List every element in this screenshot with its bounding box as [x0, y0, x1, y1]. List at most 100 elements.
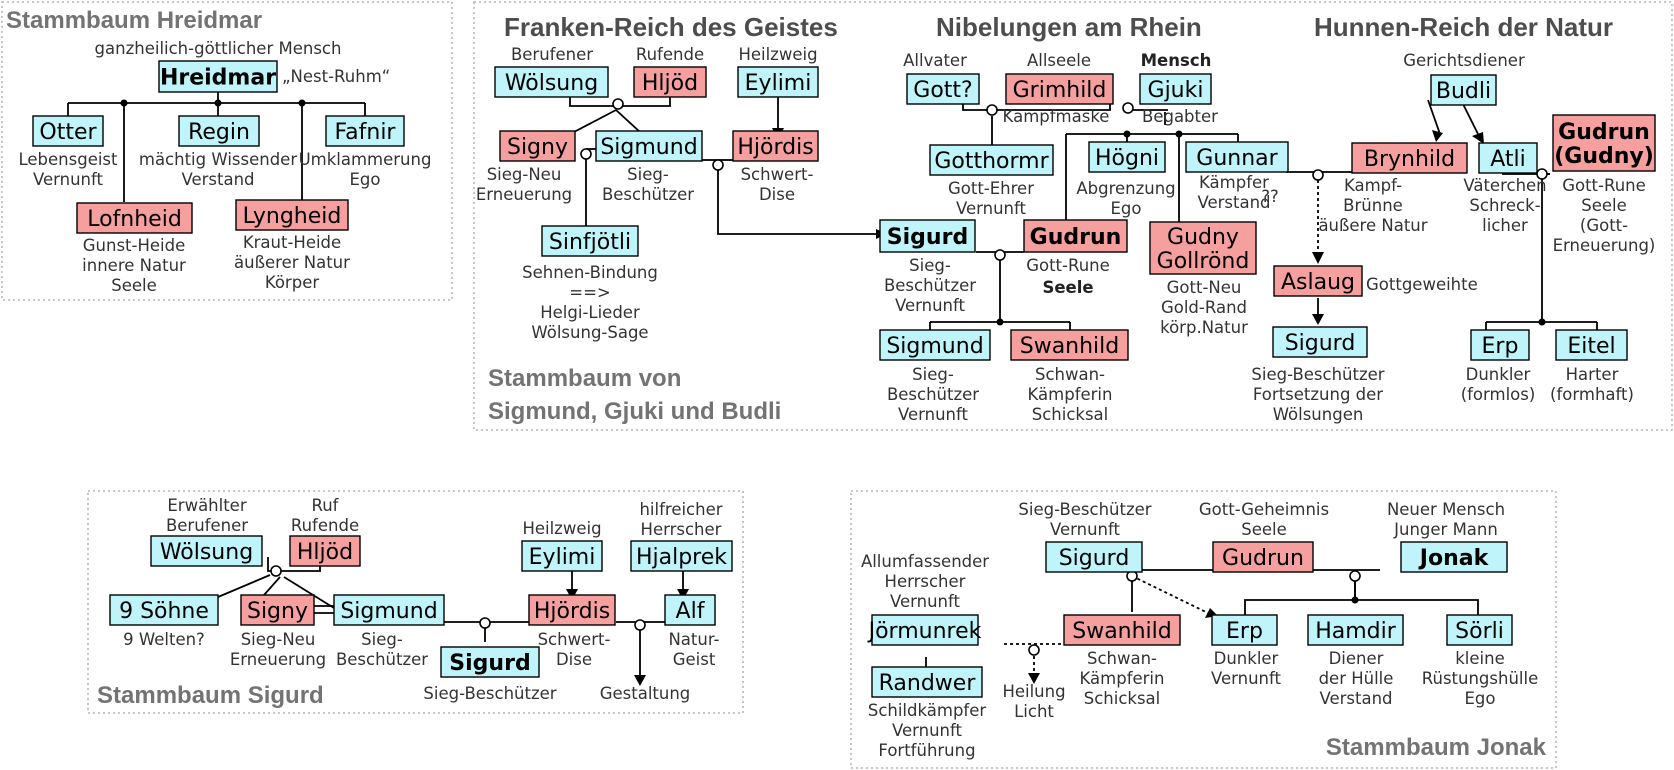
caption-lyngheid_c: äußerer Natur [234, 253, 350, 272]
person-node-sinfjotli: Sinfjötli [541, 225, 639, 257]
person-name: Jörmunrek [867, 619, 982, 644]
title-jonak: Stammbaum Jonak [1326, 734, 1547, 761]
caption-hamdir_c: Verstand [1319, 689, 1392, 708]
person-node-sohne: 9 Söhne [109, 594, 219, 626]
person-node-gudrun1: Gudrun [1023, 219, 1128, 253]
caption-signy1_c: Erneuerung [476, 185, 572, 204]
person-box [879, 219, 976, 253]
person-name: Signy [507, 135, 568, 160]
caption-sigurd1_c: Sieg- [909, 256, 951, 275]
caption-randwer_c: Fortführung [878, 741, 975, 760]
person-name: Sigurd [449, 651, 530, 676]
person-name: Gollrönd [1157, 249, 1250, 274]
caption-sinfjotli_c: ==> [569, 283, 610, 302]
caption-gudrun3_t: Seele [1241, 520, 1287, 539]
person-node-gott: Gott? [906, 73, 980, 105]
caption-brynhild_c: äußere Natur [1318, 216, 1427, 235]
caption-sinfjotli_c: Sehnen-Bindung [522, 263, 658, 282]
person-name: Alf [676, 599, 706, 624]
person-name: Högni [1095, 146, 1159, 171]
person-name: Sörli [1455, 619, 1504, 644]
person-node-erp1: Erp [1470, 329, 1530, 361]
person-name: Sigurd [887, 225, 968, 250]
person-name: Hjalprek [636, 545, 727, 570]
caption-jonak_t: Neuer Mensch [1387, 500, 1505, 519]
person-box [521, 540, 603, 572]
person-node-sigmund2: Sigmund [879, 329, 991, 361]
caption-sorli_c: Rüstungshülle [1422, 669, 1538, 688]
person-name: Atli [1490, 147, 1526, 172]
caption-gudrun2_c: Gott-Rune [1562, 176, 1646, 195]
caption-hljod2_t: Rufende [291, 516, 359, 535]
caption-gudrun2_c: (Gott- [1580, 216, 1628, 235]
caption-gotthormr_c: Gott-Ehrer [948, 179, 1034, 198]
person-name: Sigurd [1285, 331, 1356, 356]
person-node-hljod2: Hljöd [289, 535, 361, 567]
person-node-atli: Atli [1478, 142, 1538, 174]
caption-wolsung2_t: Erwählter [167, 496, 246, 515]
person-box [1149, 221, 1257, 275]
person-name: Hljöd [297, 540, 353, 565]
caption-hjordis2_c: Schwert- [538, 630, 611, 649]
person-box [1185, 141, 1289, 173]
frame-jonak [850, 490, 1557, 769]
caption-lofnheid_c: Seele [111, 276, 157, 295]
caption-otter_c: Lebensgeist [18, 150, 118, 169]
caption-gudrun3_t: Gott-Geheimnis [1199, 500, 1329, 519]
caption-gudrun1_c1: Gott-Rune [1026, 256, 1110, 275]
person-box [633, 66, 707, 98]
person-name: Erp [1226, 619, 1263, 644]
caption-begabter: Begabter [1142, 107, 1218, 126]
caption-signy1_c: Sieg-Neu [487, 165, 562, 184]
person-name: Eitel [1567, 334, 1615, 359]
person-node-hogni: Högni [1088, 141, 1166, 173]
person-name: 9 Söhne [119, 599, 209, 624]
caption-sigurd1_c: Vernunft [895, 296, 966, 315]
person-node-hamdir: Hamdir [1307, 614, 1404, 646]
caption-swanhild2_c: Kämpferin [1080, 669, 1165, 688]
person-name: Gudrun [1222, 546, 1304, 571]
person-node-jormunrek: Jörmunrek [867, 614, 982, 646]
person-node-regin: Regin [178, 115, 260, 147]
person-name: Randwer [879, 671, 977, 696]
caption-heilung: Heilung [1002, 682, 1065, 701]
caption-swanhild2_c: Schwan- [1087, 649, 1157, 668]
person-name: Gudrun [1030, 225, 1122, 250]
person-box [1212, 541, 1314, 573]
caption-regin_c: Verstand [181, 170, 254, 189]
person-name: Hjördis [534, 599, 610, 624]
person-name: Sinfjötli [549, 230, 631, 255]
caption-sigmund3_c: Beschützer [336, 650, 428, 669]
caption-heilung: Licht [1014, 702, 1054, 721]
person-box [630, 540, 733, 572]
person-node-eitel: Eitel [1555, 329, 1628, 361]
person-box [1307, 614, 1404, 646]
caption-swanhild1_c: Schwan- [1035, 365, 1105, 384]
caption-sigurd2_c: Sieg-Beschützer [1251, 365, 1384, 384]
caption-lofnheid_c: Gunst-Heide [83, 236, 186, 255]
caption-sigmund2_c: Beschützer [887, 385, 979, 404]
caption-eylimi2_t: Heilzweig [522, 519, 601, 538]
caption-nest_ruhm: „Nest-Ruhm“ [282, 67, 390, 86]
caption-atli_c: Schreck- [1469, 196, 1540, 215]
person-box [871, 666, 983, 698]
person-box [737, 66, 819, 98]
person-node-gjuki: Gjuki [1139, 73, 1212, 105]
person-node-hjordis2: Hjördis [528, 594, 616, 626]
person-box [929, 144, 1054, 176]
caption-jormunrek_t: Allumfassender [861, 552, 989, 571]
person-node-hjalprek: Hjalprek [630, 540, 733, 572]
caption-hjordis1_c: Schwert- [741, 165, 814, 184]
person-box [732, 130, 819, 162]
caption-erp1_c: Dunkler [1466, 365, 1531, 384]
caption-gott_t: Allvater [903, 51, 967, 70]
caption-sorli_c: Ego [1465, 689, 1496, 708]
caption-alf_c: Geist [673, 650, 716, 669]
caption-sigurd4_t: Vernunft [1050, 520, 1121, 539]
caption-hjordis1_c: Dise [759, 185, 795, 204]
person-node-erp2: Erp [1211, 614, 1278, 646]
caption-sigurd2_c: Wölsungen [1273, 405, 1364, 424]
caption-gjuki_t: Mensch [1141, 51, 1212, 70]
person-box [541, 225, 639, 257]
